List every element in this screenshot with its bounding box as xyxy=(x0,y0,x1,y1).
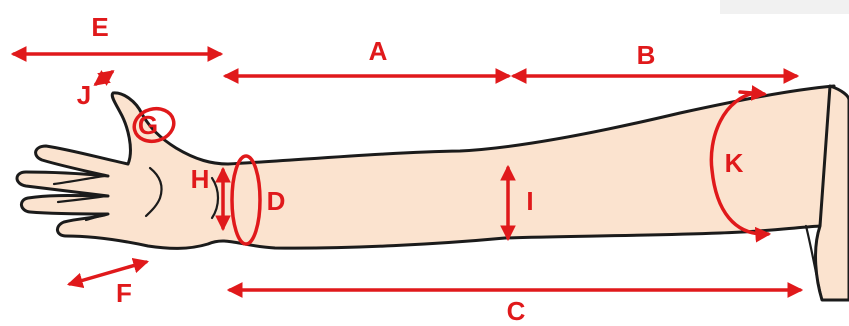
label-A: A xyxy=(369,36,388,66)
image-artifact xyxy=(720,0,849,14)
label-G: G xyxy=(138,110,158,140)
label-I: I xyxy=(526,186,533,216)
label-C: C xyxy=(507,296,526,326)
measure-K-ring-top xyxy=(740,92,764,94)
label-D: D xyxy=(267,186,286,216)
label-H: H xyxy=(191,164,210,194)
label-J: J xyxy=(77,80,91,110)
label-E: E xyxy=(91,12,108,42)
label-F: F xyxy=(116,278,132,308)
label-B: B xyxy=(637,40,656,70)
measure-J-arrow xyxy=(96,72,112,84)
label-K: K xyxy=(725,148,744,178)
measure-F-arrow xyxy=(70,262,146,284)
